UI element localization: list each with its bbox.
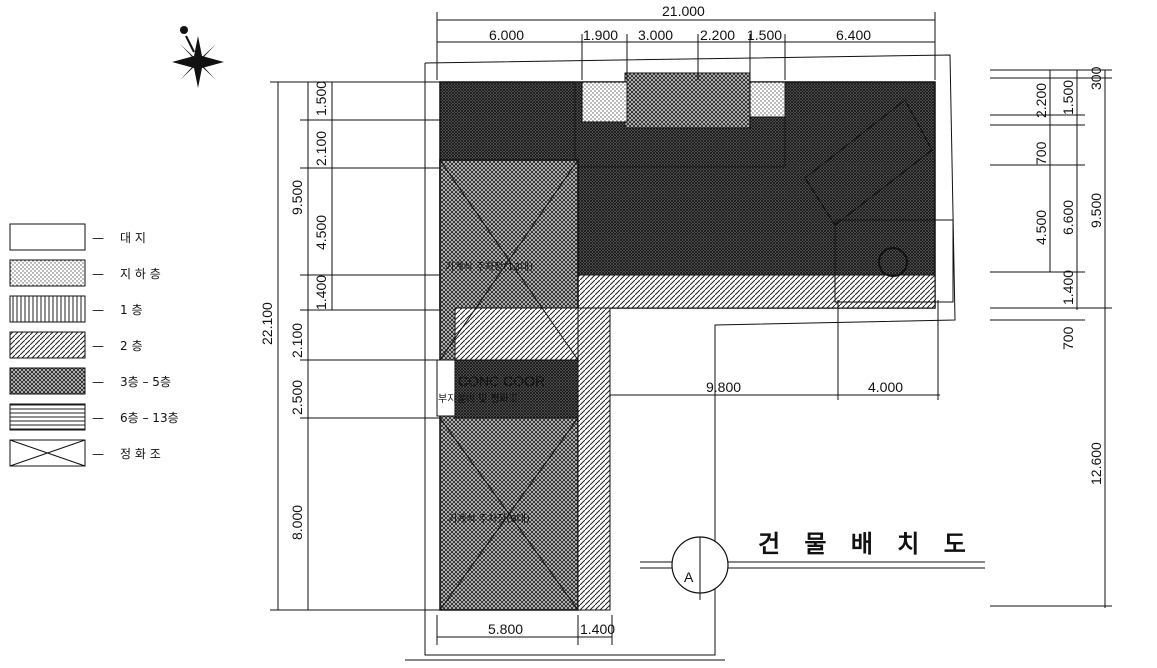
legend-dash: — xyxy=(92,339,104,353)
legend-label: 정 화 조 xyxy=(120,447,161,461)
dim-right-inner-0: 2.200 xyxy=(1033,83,1049,118)
dim-left-top-1: 2.100 xyxy=(313,131,329,166)
legend-dash: — xyxy=(92,267,104,281)
dim-right-outer-0: 300 xyxy=(1088,66,1104,90)
legend-item-diagonal: — 2 층 xyxy=(9,331,143,359)
dim-top-total: 21.000 xyxy=(662,3,705,19)
dim-right-inner-4: 700 xyxy=(1060,326,1076,350)
dim-ticks-left xyxy=(270,81,440,611)
legend-label: 3층 – 5층 xyxy=(120,375,171,389)
legend-dash: — xyxy=(92,303,104,317)
dim-top-0: 6.000 xyxy=(489,27,524,43)
legend-label: 대 지 xyxy=(120,231,146,245)
ramp-strip xyxy=(577,307,611,611)
section-marker-label: A xyxy=(684,569,694,585)
opening xyxy=(436,359,456,417)
gap-area xyxy=(454,307,579,361)
dim-right-outer-2: 9.500 xyxy=(1088,193,1104,228)
legend-swatch-dots xyxy=(9,259,86,287)
turntable-box xyxy=(834,219,954,303)
legend-item-horizontal: — 6층 – 13층 xyxy=(9,403,179,431)
legend-label: 1 층 xyxy=(120,303,143,317)
parking-x-lower-b xyxy=(439,417,579,611)
elevator-core xyxy=(749,81,786,118)
dim-left-total: 22.100 xyxy=(259,302,275,345)
note-room-upper: 기계식 주차장(13대) xyxy=(445,261,533,273)
dim-right-outer-3: 12.600 xyxy=(1088,442,1104,485)
north-arrow-icon xyxy=(172,26,224,88)
legend-swatch-cross xyxy=(9,367,86,395)
site-boundary xyxy=(424,54,956,656)
dim-bottom-1: 1.400 xyxy=(580,621,615,637)
dim-top-2: 3.000 xyxy=(638,27,673,43)
note-room-lower: 기계식 주차장(9대) xyxy=(448,513,530,525)
legend-swatch-plain xyxy=(9,223,86,251)
legend-dash: — xyxy=(92,447,104,461)
note-conc: CONC COOR xyxy=(458,373,545,389)
dim-left-top-0: 1.500 xyxy=(313,81,329,116)
dim-bottom-0: 5.800 xyxy=(488,621,523,637)
dim-left-top-2: 4.500 xyxy=(313,215,329,250)
parking-x-upper-b xyxy=(439,159,579,361)
septic-room xyxy=(454,359,579,419)
dim-left-bottom-0: 2.100 xyxy=(289,323,305,358)
legend: — 대 지 — 지 하 층 — 1 층 — 2 층 — 3층 – 5층 — 6층 – 13층 — 정 화 … xyxy=(9,223,179,467)
dim-right-outer-1: 1.500 xyxy=(1060,80,1076,115)
legend-item-xbox: — 정 화 조 xyxy=(9,439,161,467)
legend-label: 6층 – 13층 xyxy=(120,411,179,425)
legend-dash: — xyxy=(92,231,104,245)
rotated-slab xyxy=(804,99,933,226)
dim-right-inner-2: 6.600 xyxy=(1060,200,1076,235)
dim-ticks-top xyxy=(436,12,936,80)
legend-dash: — xyxy=(92,375,104,389)
drawing-title: 건 물 배 치 도 xyxy=(758,530,974,558)
dim-top-5: 6.400 xyxy=(836,27,871,43)
legend-item-cross: — 3층 – 5층 xyxy=(9,367,171,395)
dim-top-3: 2.200 xyxy=(700,27,735,43)
accessibility-icon xyxy=(878,247,908,277)
legend-label: 지 하 층 xyxy=(120,267,161,281)
tower-top xyxy=(624,72,751,129)
legend-swatch-diagonal xyxy=(9,331,86,359)
legend-swatch-vertical xyxy=(9,295,86,323)
dim-top-4: 1.500 xyxy=(747,27,782,43)
legend-label: 2 층 xyxy=(120,339,143,353)
legend-item-dots: — 지 하 층 xyxy=(9,259,161,287)
dim-right-inner-1: 700 xyxy=(1033,141,1049,165)
dim-left-top-3: 1.400 xyxy=(313,275,329,310)
dim-ticks-right xyxy=(990,69,1112,607)
dim-top-1: 1.900 xyxy=(583,27,618,43)
dim-left-bottom-1: 2.500 xyxy=(289,380,305,415)
legend-item-plain: — 대 지 xyxy=(9,223,146,251)
legend-item-vertical: — 1 층 xyxy=(9,295,143,323)
note-room-mid: 부지설비 및 정화조 xyxy=(438,393,518,405)
legend-dash: — xyxy=(92,411,104,425)
stair-core xyxy=(581,81,628,123)
legend-swatch-horizontal xyxy=(9,403,86,431)
dim-left-group: 9.500 xyxy=(289,180,305,215)
dim-middle-0: 9.800 xyxy=(706,379,741,395)
dim-right-far-0: 4.500 xyxy=(1033,210,1049,245)
dim-right-inner-3: 1.400 xyxy=(1060,270,1076,305)
dim-middle-1: 4.000 xyxy=(868,379,903,395)
ramp-area xyxy=(534,274,936,309)
dim-left-bottom-2: 8.000 xyxy=(289,505,305,540)
